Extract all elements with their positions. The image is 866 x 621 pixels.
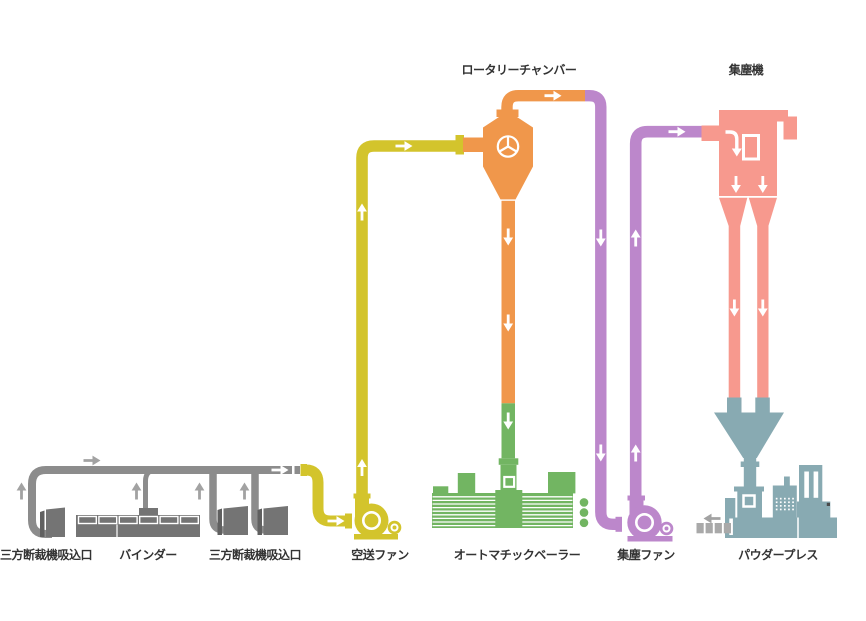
arrow-up-icon — [131, 482, 142, 500]
binder-segments — [77, 515, 199, 525]
baler-roller — [579, 518, 589, 528]
label-dust-collector: 集塵機 — [728, 63, 764, 77]
dust-collector-unit — [701, 110, 797, 398]
cutter-machines-right — [217, 506, 288, 535]
baler-press-column — [495, 490, 523, 528]
transport-pipe-yellow — [300, 135, 464, 529]
arrow-right-icon — [83, 455, 101, 466]
fan-motor — [387, 520, 402, 535]
baler-roller — [579, 498, 589, 507]
collector-inlet-flange — [701, 125, 719, 141]
fan-base — [627, 536, 673, 542]
rotary-valve-icon — [496, 135, 520, 158]
press-window — [742, 494, 756, 508]
chamber-top-flange — [496, 109, 519, 117]
chamber-body — [483, 117, 533, 200]
powder-press-unit — [696, 397, 837, 538]
duct-joint — [294, 466, 300, 474]
fan-eye — [634, 512, 654, 532]
collector-body — [719, 110, 777, 196]
vent-dots — [775, 497, 794, 511]
label-binder: バインダー — [119, 548, 177, 562]
filter-window — [742, 134, 760, 161]
label-baler: オートマチックベーラー — [453, 548, 581, 562]
dust-collection-fan — [627, 495, 674, 542]
automatic-baler-unit — [432, 403, 589, 528]
arrow-up-icon — [239, 482, 250, 500]
binder-suction-box — [139, 508, 158, 516]
chamber-drop-pipe — [501, 200, 515, 404]
pipe-flange — [345, 513, 352, 529]
press-funnel — [714, 412, 784, 458]
fan-volute — [354, 503, 389, 538]
label-air-fan: 空送ファン — [351, 548, 409, 562]
label-powder-press: パウダープレス — [738, 548, 818, 562]
baler-roller — [579, 508, 589, 517]
label-dust-fan: 集塵ファン — [617, 548, 675, 562]
pipe-flange — [615, 516, 622, 532]
arrow-up-icon — [16, 482, 27, 500]
baler-feed-pipe — [501, 403, 515, 459]
label-cutter-inlet-right: 三方断裁機吸込口 — [208, 548, 302, 562]
collector-hopper-right — [748, 197, 777, 226]
binder-machine — [76, 508, 200, 537]
pipe-flange — [455, 135, 464, 155]
label-rotary-chamber: ロータリーチャンバー — [461, 63, 577, 77]
yellow-flow-arrows — [327, 141, 413, 526]
cutter-machine-left — [40, 507, 65, 537]
label-cutter-inlet-left: 三方断裁機吸込口 — [0, 548, 93, 562]
indicator-dot — [826, 502, 830, 506]
press-base — [725, 517, 837, 538]
baler-window — [503, 475, 516, 488]
fan-eye — [361, 510, 381, 530]
motor-eye — [390, 523, 399, 532]
arrow-left-icon — [703, 513, 721, 524]
fan-base — [354, 534, 398, 540]
motor-eye — [662, 524, 671, 533]
collector-exhaust-vent — [783, 116, 797, 140]
fan-motor — [659, 521, 674, 536]
curved-arrow-icon — [725, 130, 739, 149]
dust-pipe-purple — [585, 90, 702, 532]
air-transport-fan — [353, 493, 402, 540]
fan-volute — [627, 505, 662, 540]
arrow-up-icon — [194, 482, 205, 500]
gray-flow-arrows — [16, 455, 289, 500]
collector-hopper-left — [719, 197, 748, 226]
output-briquettes — [696, 523, 731, 534]
chamber-inlet — [463, 137, 483, 152]
press-ram-unit — [799, 465, 823, 502]
rotary-chamber — [463, 90, 585, 404]
